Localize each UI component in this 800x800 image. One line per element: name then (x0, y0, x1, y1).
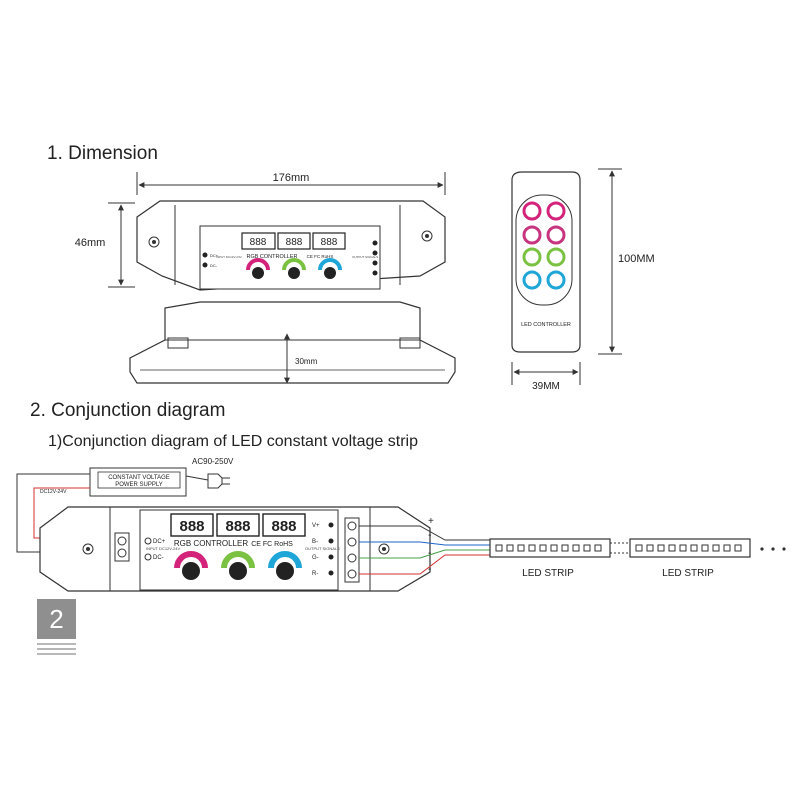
led-chip (528, 544, 536, 552)
power-supply-line1: CONSTANT VOLTAGE (108, 475, 170, 481)
led-strip-1-label: LED STRIP (522, 568, 574, 579)
power-supply-ac-label: AC90-250V (192, 457, 234, 466)
led-strip-2: LED STRIP (629, 538, 751, 579)
led-strip-1: LED STRIP (489, 538, 611, 579)
power-supply: CONSTANT VOLTAGE POWER SUPPLY DC12V-24V … (40, 457, 234, 497)
dimension-height-line: 46mm (75, 202, 135, 288)
controller-side-view: 30mm (129, 301, 456, 384)
wire-minus-g-label: - (428, 548, 431, 559)
input-label: INPUT DC12V-24V (146, 546, 180, 551)
badge-underline-1 (37, 643, 76, 645)
led-chip (495, 544, 503, 552)
top-terminal-dcminus: DC- (210, 263, 218, 268)
led-chip (679, 544, 687, 552)
page-number-badge: 2 (37, 599, 76, 639)
led-chip (646, 544, 654, 552)
section-title-conjunction: 2. Conjunction diagram (30, 400, 226, 421)
dimension-depth-label: 30mm (295, 357, 318, 366)
controller-top-view: 888 888 888 RGB CONTROLLER CE FC RoHS IN… (136, 200, 446, 291)
led-chip (701, 544, 709, 552)
remote-control: LED CONTROLLER (511, 171, 581, 353)
output-wires: + - - - (359, 516, 490, 575)
remote-width-label: 39MM (532, 381, 560, 392)
led-chip (539, 544, 547, 552)
led-chip (668, 544, 676, 552)
led-chip (517, 544, 525, 552)
top-display-2: 888 (286, 237, 303, 248)
top-input-label: INPUT DC12V-24V (216, 255, 242, 259)
output-label: OUTPUT SIGNALS (305, 546, 340, 551)
section-title-dimension: 1. Dimension (47, 143, 158, 164)
continuation-dots (760, 547, 786, 551)
top-display-3: 888 (321, 237, 338, 248)
display-1: 888 (179, 518, 204, 535)
led-chip (506, 544, 514, 552)
power-supply-line2: POWER SUPPLY (115, 482, 163, 488)
controller-wiring-view: 888 888 888 RGB CONTROLLER CE FC RoHS IN… (39, 506, 431, 592)
remote-dimension-width: 39MM (511, 362, 581, 392)
led-chip (550, 544, 558, 552)
cert-label: CE FC RoHS (251, 541, 293, 548)
wire-minus-b-label: - (428, 530, 431, 541)
led-chip (712, 544, 720, 552)
dimension-height-label: 46mm (75, 237, 106, 249)
wire-minus-r-label: - (428, 564, 431, 575)
badge-underline-3 (37, 653, 76, 655)
terminal-bminus-label: B- (312, 539, 318, 545)
top-cert-label: CE FC RoHS (307, 254, 334, 259)
display-2: 888 (225, 518, 250, 535)
terminal-dcminus-label: DC- (153, 555, 164, 561)
top-brand-label: RGB CONTROLLER (246, 254, 297, 260)
led-chip (723, 544, 731, 552)
led-strip-connector (610, 542, 630, 554)
led-strip-2-label: LED STRIP (662, 568, 714, 579)
brand-label: RGB CONTROLLER (174, 539, 248, 548)
dimension-width-line: 176mm (136, 172, 446, 195)
remote-dimension-height: 100MM (598, 168, 655, 355)
led-chip (561, 544, 569, 552)
top-display-1: 888 (250, 237, 267, 248)
led-chip (583, 544, 591, 552)
led-chip (572, 544, 580, 552)
dimension-width-label: 176mm (273, 172, 310, 184)
led-chip (657, 544, 665, 552)
display-3: 888 (271, 518, 296, 535)
top-output-label: OUTPUT SIGNALS (352, 255, 378, 259)
badge-underline-2 (37, 648, 76, 650)
subsection-title-strip: 1)Conjunction diagram of LED constant vo… (48, 433, 418, 450)
terminal-vplus-label: V+ (312, 523, 320, 529)
terminal-dcplus-label: DC+ (153, 539, 166, 545)
led-chip (690, 544, 698, 552)
remote-label: LED CONTROLLER (521, 322, 571, 328)
wire-plus-label: + (428, 516, 434, 527)
led-chip (635, 544, 643, 552)
power-supply-dc-label: DC12V-24V (40, 489, 67, 495)
remote-height-label: 100MM (618, 253, 655, 265)
led-chip (734, 544, 742, 552)
led-chip (594, 544, 602, 552)
terminal-gminus-label: G- (312, 555, 319, 561)
top-terminal-dcplus: DC+ (210, 253, 219, 258)
terminal-rminus-label: R- (312, 571, 318, 577)
